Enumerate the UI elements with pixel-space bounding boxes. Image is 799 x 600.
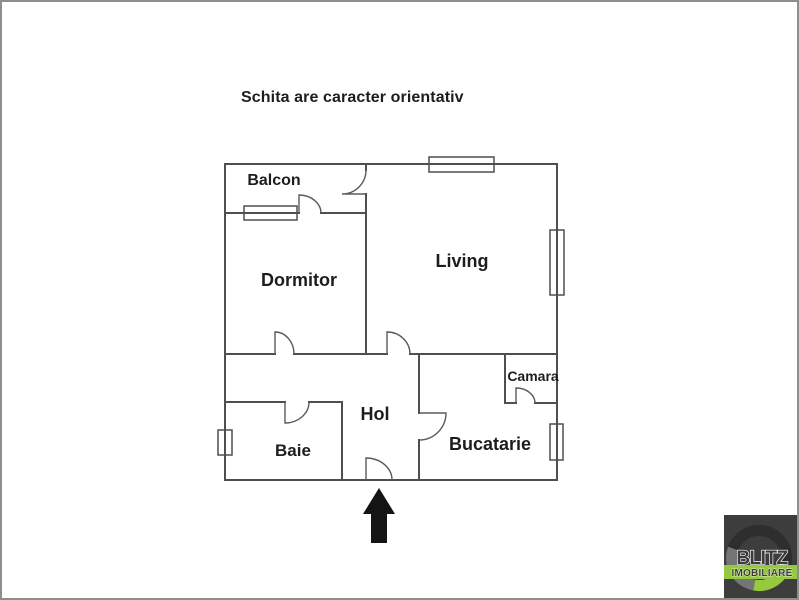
- bathroom-door: [284, 401, 310, 424]
- plan-disclaimer-text: Schita are caracter orientativ: [241, 89, 464, 106]
- blitz-imobiliare-logo: BLITZ IMOBILIARE: [724, 515, 797, 598]
- entrance-door: [365, 457, 393, 481]
- room-label-baie: Baie: [275, 441, 311, 460]
- room-label-bucatarie: Bucatarie: [449, 434, 531, 454]
- bedroom-hall-door: [274, 331, 295, 355]
- outer-walls: [224, 163, 558, 481]
- pantry-walls: [504, 353, 558, 404]
- bathroom-left-window: [217, 429, 233, 456]
- room-label-hol: Hol: [361, 404, 390, 424]
- logo-brand-text: BLITZ: [736, 548, 788, 569]
- living-top-window: [428, 156, 495, 173]
- bedroom-balcony-window: [243, 205, 298, 221]
- kitchen-right-window: [549, 423, 564, 461]
- balcony-living-door: [341, 169, 367, 195]
- balcony-bedroom-door: [298, 194, 322, 214]
- pantry-door: [515, 387, 536, 404]
- room-label-camara: Camara: [507, 368, 559, 384]
- entrance-arrow-icon: [363, 488, 395, 543]
- room-label-dormitor: Dormitor: [261, 270, 337, 290]
- living-hall-door: [386, 331, 411, 355]
- blitz-logo-graphic: BLITZ IMOBILIARE: [724, 525, 797, 592]
- logo-sub-text: IMOBILIARE: [732, 568, 793, 579]
- room-label-living: Living: [436, 251, 489, 271]
- room-label-balcon: Balcon: [247, 172, 300, 189]
- hall-kitchen-door: [418, 412, 447, 441]
- living-right-window: [549, 229, 565, 296]
- logo-sub-band: [724, 565, 797, 579]
- bathroom-walls: [224, 401, 343, 481]
